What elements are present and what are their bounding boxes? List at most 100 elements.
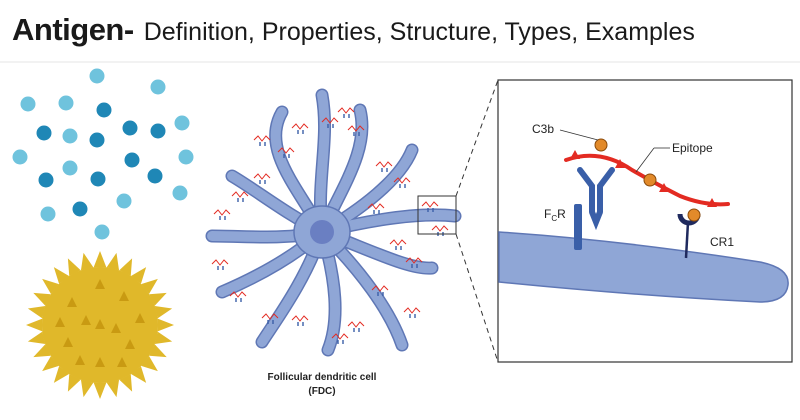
fdc-antigen-mark — [403, 307, 421, 314]
pollen-spike — [53, 366, 70, 383]
zoom-connector-bottom — [455, 233, 499, 363]
antigen-particle — [124, 152, 140, 168]
pollen-spike — [42, 355, 59, 372]
fdc-antigen-mark — [291, 315, 309, 322]
pollen-surface-spike — [117, 357, 127, 367]
fdc-antigen-mark — [231, 191, 249, 198]
antigen-particle — [178, 149, 194, 165]
fdc-antigen-mark — [261, 313, 279, 320]
epitope-label: Epitope — [672, 141, 713, 155]
fdc-antigen-mark — [375, 161, 393, 168]
antigen-particle — [150, 123, 166, 139]
antigen-particle — [72, 201, 88, 217]
fdc-antigen-mark — [431, 225, 449, 232]
fc-receptor-icon — [574, 167, 615, 250]
epitope-mark — [659, 183, 669, 192]
pollen-spike — [42, 278, 59, 295]
antigen-particle — [20, 96, 36, 112]
c3b-molecule-3 — [687, 208, 701, 222]
fcr-stalk — [574, 204, 582, 250]
fdc-antigen-mark — [211, 259, 229, 266]
fdc-antigen-mark — [347, 125, 365, 132]
inset-frame — [497, 79, 793, 363]
antigen-particles-icon — [12, 68, 194, 240]
pollen-spike — [93, 382, 107, 399]
antigen-particle — [122, 120, 138, 136]
pollen-spike — [154, 305, 173, 319]
pollen-spike — [27, 331, 46, 345]
pollen-surface-spike — [135, 313, 145, 323]
pollen-spike — [130, 267, 147, 284]
pollen-spike — [149, 344, 167, 358]
zoom-region-box — [417, 195, 457, 235]
pollen-spike — [67, 258, 81, 276]
fdc-antigen-mark — [229, 291, 247, 298]
fdc-caption-line1: Follicular dendritic cell — [268, 372, 377, 383]
antigen-strand-epitopes — [570, 150, 717, 207]
antigen-particle — [150, 79, 166, 95]
pollen-spike — [119, 374, 133, 392]
epitope-leader-line-a — [635, 147, 655, 173]
epitope-mark — [570, 150, 580, 159]
fcr-hinge — [589, 210, 603, 231]
pollen-spike — [154, 331, 173, 345]
inset-panel: C3b Epitope FCR CR1 — [497, 79, 793, 363]
antigen-particle — [90, 171, 106, 187]
fdc-antigen-mark — [393, 177, 411, 184]
pollen-spike — [93, 251, 107, 268]
pollen-surface-spike — [95, 319, 105, 329]
pollen-spike — [33, 292, 51, 306]
antigen-particle — [89, 68, 105, 84]
pollen-spike — [27, 305, 46, 319]
pollen-surface-spike — [75, 355, 85, 365]
title-main: Antigen- — [12, 12, 134, 47]
dendritic-cell-icon — [205, 88, 462, 357]
pollen-spike — [26, 318, 43, 332]
antigen-particle — [89, 132, 105, 148]
fdc-antigen-mark — [347, 321, 365, 328]
antigen-particle — [12, 149, 28, 165]
pollen-spike — [53, 267, 70, 284]
antigen-particle — [62, 160, 78, 176]
pollen-spike — [33, 344, 51, 358]
pollen-spike — [141, 278, 158, 295]
c3b-label: C3b — [532, 122, 554, 136]
fdc-antigen-mark — [213, 209, 231, 216]
dendrite-membrane — [498, 231, 789, 303]
antigen-particle — [147, 168, 163, 184]
fdc-antigen-mark — [277, 147, 295, 154]
pollen-spike — [106, 252, 120, 271]
antigen-particle — [116, 193, 132, 209]
pollen-surface-spike — [119, 291, 129, 301]
pollen-spike — [141, 355, 158, 372]
epitope-mark — [707, 198, 717, 207]
fdc-antigen-mark — [253, 135, 271, 142]
pollen-surface-spike — [95, 357, 105, 367]
pollen-surface-spike — [95, 279, 105, 289]
antigen-particle — [94, 224, 110, 240]
pollen-surface-spike — [67, 297, 77, 307]
fdc-nucleus — [310, 220, 334, 244]
antigen-particle — [96, 102, 112, 118]
fdc-antigen-mark — [405, 257, 423, 264]
fdc-antigen-mark — [291, 123, 309, 130]
fdc-caption-line2: (FDC) — [308, 386, 335, 397]
antigen-particle — [36, 125, 52, 141]
antigen-particle — [40, 206, 56, 222]
pollen-spike — [80, 252, 94, 271]
cr1-stalk — [684, 221, 690, 259]
antigen-particle — [62, 128, 78, 144]
antigen-particle — [58, 95, 74, 111]
antigen-particle — [174, 115, 190, 131]
fdc-antigen-mark — [337, 107, 355, 114]
fdc-antigen-mark — [367, 203, 385, 210]
pollen-spike — [80, 379, 94, 398]
cr1-label: CR1 — [710, 235, 734, 249]
fdc-antigen-mark — [253, 173, 271, 180]
pollen-surface-spike — [55, 317, 65, 327]
pollen-grain-icon — [26, 251, 174, 399]
pollen-surface-spike — [63, 337, 73, 347]
antigen-particle — [38, 172, 54, 188]
